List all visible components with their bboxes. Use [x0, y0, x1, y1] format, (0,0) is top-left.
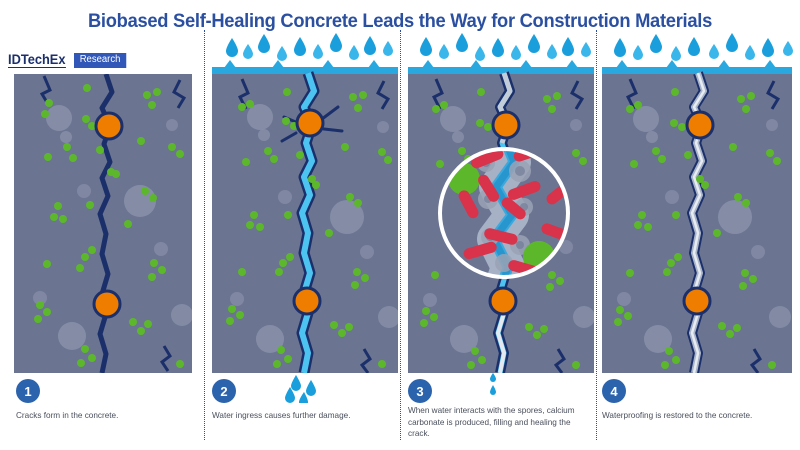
logo-wordmark: IDTechEx	[8, 52, 66, 68]
concrete-block-1	[14, 74, 192, 373]
panel-1: 1 Cracks form in the concrete.	[0, 0, 200, 450]
panel-3: 3 When water interacts with the spores, …	[402, 0, 594, 450]
concrete-illustration-4	[602, 67, 792, 373]
step-badge-2: 2	[212, 379, 236, 403]
water-surface-bar-3	[408, 67, 594, 74]
step-caption-1: Cracks form in the concrete.	[16, 411, 119, 420]
page-title: Biobased Self-Healing Concrete Leads the…	[87, 10, 713, 32]
concrete-block-2	[212, 67, 398, 373]
rain-droplets-top-3	[420, 33, 591, 68]
step-caption-4: Waterproofing is restored to the concret…	[602, 411, 753, 420]
rain-droplets-bottom-2	[285, 375, 316, 403]
panel-divider-3	[596, 30, 597, 440]
water-surface-bar-2	[212, 67, 398, 74]
magnifier-ring-3	[438, 147, 570, 279]
rain-droplets-top-2	[224, 33, 393, 68]
step-caption-2: Water ingress causes further damage.	[212, 411, 351, 420]
concrete-block-3	[408, 67, 594, 373]
concrete-illustration-3	[408, 67, 594, 373]
water-surface-bar-4	[602, 67, 792, 74]
concrete-illustration-1	[14, 74, 192, 373]
step-badge-1: 1	[16, 379, 40, 403]
concrete-block-4	[602, 67, 792, 373]
panel-divider-1	[204, 30, 205, 440]
panel-4: 4 Waterproofing is restored to the concr…	[598, 0, 800, 450]
logo-research-badge: Research	[73, 52, 126, 68]
rain-droplets-bottom-3	[490, 373, 496, 395]
brand-logo: IDTechEx Research	[8, 52, 128, 68]
step-caption-3: When water interacts with the spores, ca…	[408, 406, 575, 438]
panel-divider-2	[400, 30, 401, 440]
concrete-illustration-2	[212, 67, 398, 373]
step-badge-4: 4	[602, 379, 626, 403]
step-badge-3: 3	[408, 379, 432, 403]
panel-2: 2 Water ingress causes further damage.	[206, 0, 398, 450]
magnifier-view-3	[438, 147, 570, 279]
rain-droplets-top-4	[614, 33, 793, 68]
